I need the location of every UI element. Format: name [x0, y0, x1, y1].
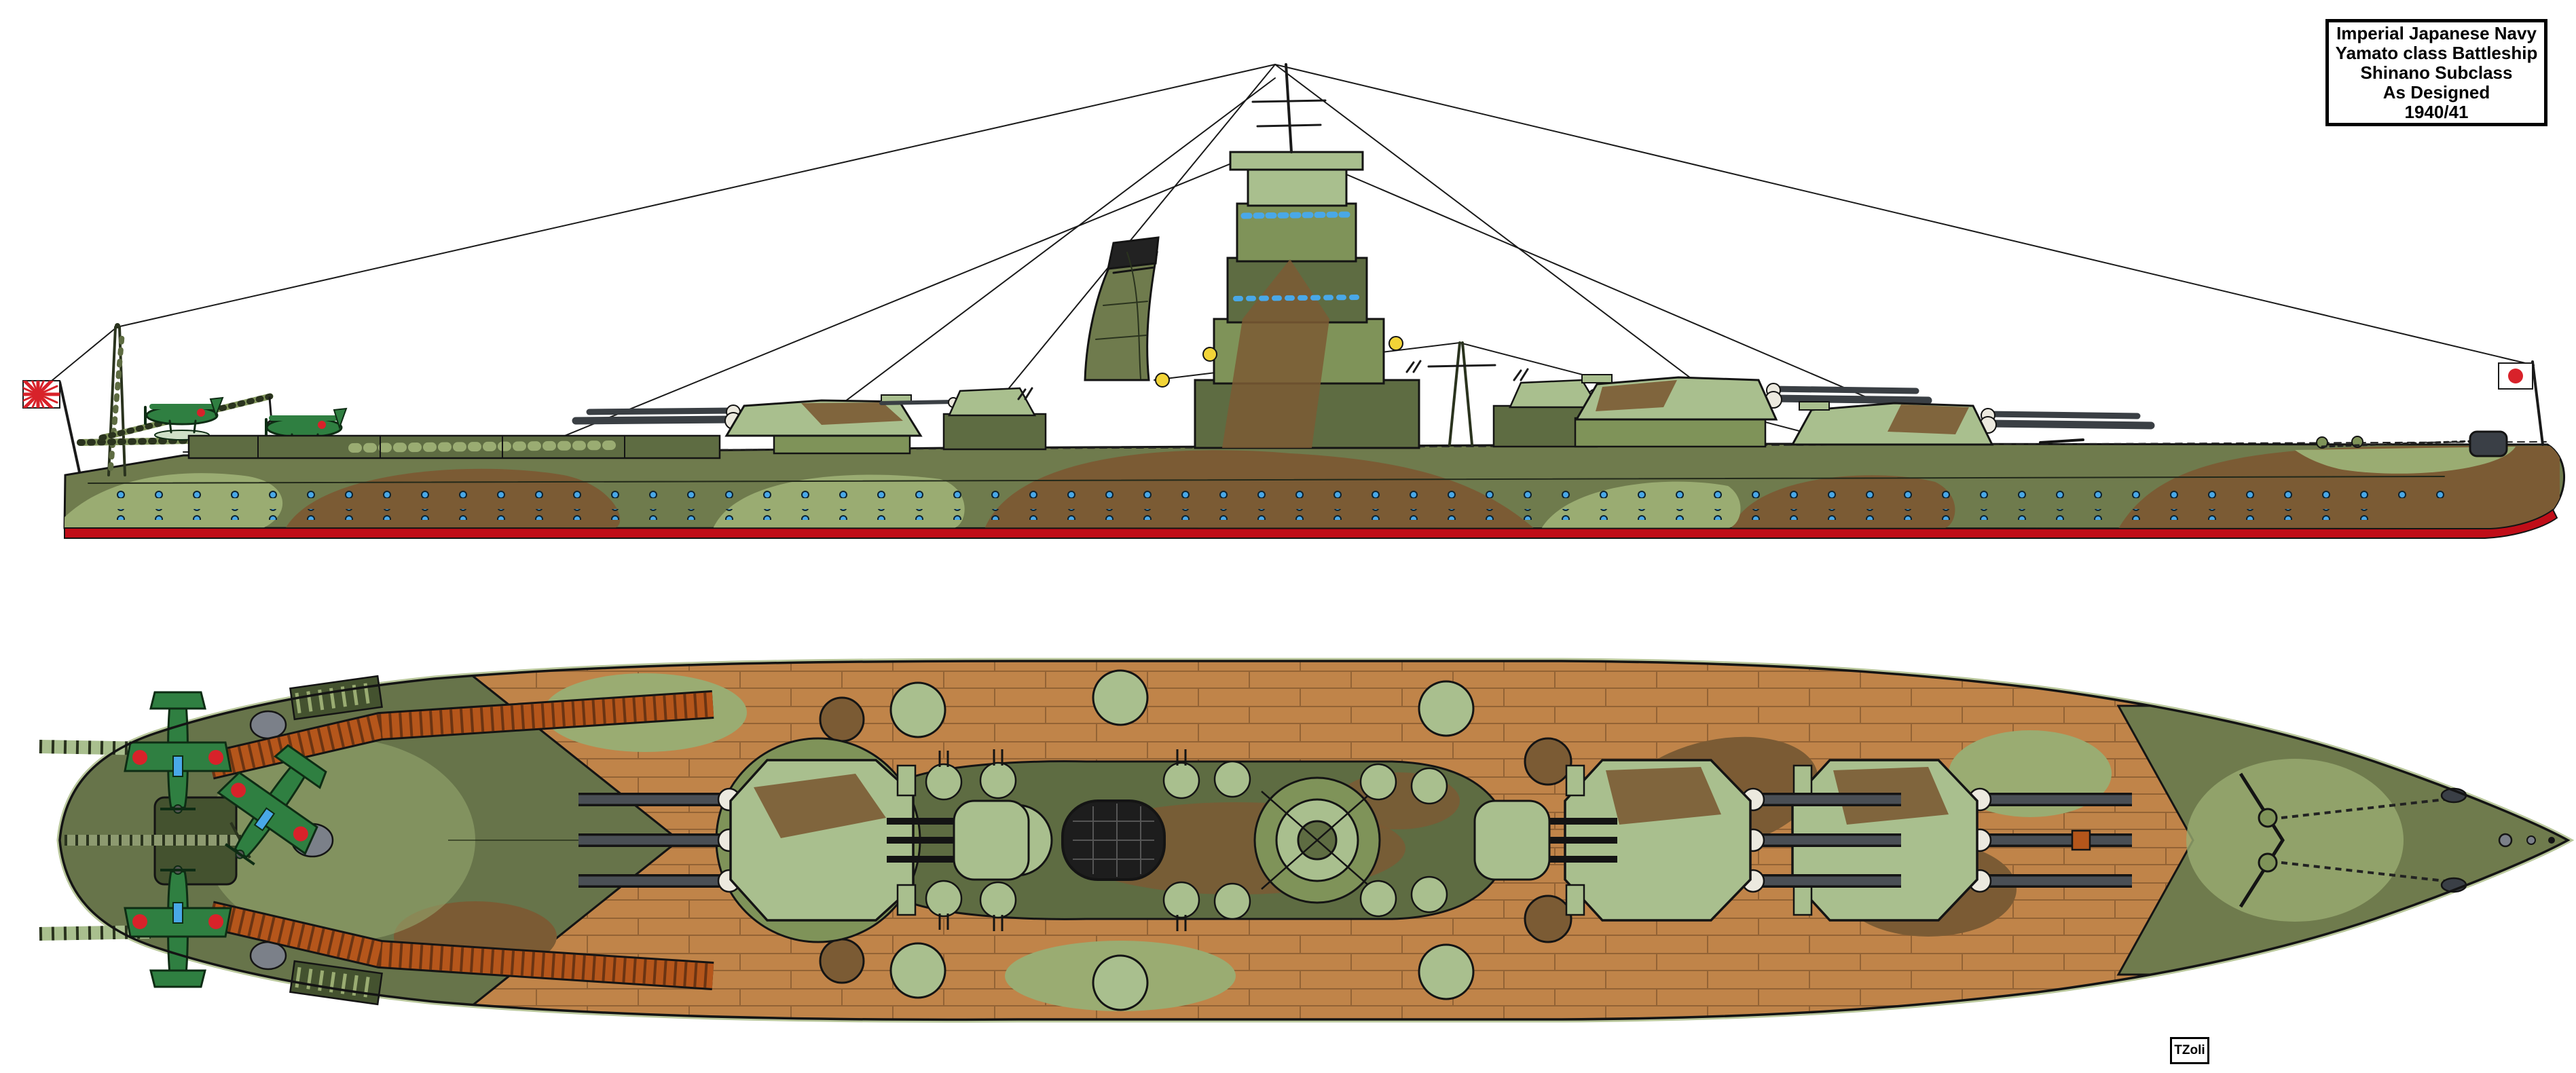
- catapult-tracks-orange: [207, 690, 714, 990]
- porthole-row-lower: [95, 509, 2397, 520]
- secondary-turret-aft-plan: [887, 799, 1030, 881]
- bow-jack-flag: [2498, 360, 2544, 446]
- bow-anchor: [2469, 430, 2508, 457]
- camo-light-patch: [2295, 447, 2516, 474]
- stern-ensign-flag: [22, 380, 81, 476]
- searchlight: [1388, 336, 1403, 351]
- rising-sun-rays: [23, 381, 60, 408]
- orange-deck-fitting: [2071, 829, 2091, 851]
- anchor-chain: [2281, 861, 2445, 882]
- hull-plan-outline: [58, 660, 2571, 1021]
- title-line-3: Shinano Subclass: [2360, 62, 2513, 83]
- floatplane-side-1: [144, 396, 224, 440]
- main-turret-2-plan: [1564, 759, 1901, 922]
- mainmast: [1448, 341, 1461, 446]
- boot-stripe-red: [64, 508, 2558, 539]
- main-rangefinder: [1229, 151, 1364, 171]
- artist-signature: TZoli: [2174, 1043, 2205, 1057]
- vent-mushroom: [249, 710, 287, 740]
- rigging-lines: [47, 64, 2535, 445]
- aa-sponson: [889, 681, 946, 738]
- capstan: [2258, 808, 2278, 828]
- pagoda-superstructure: [1017, 63, 1529, 449]
- secondary-turret-aft-side: [879, 387, 1047, 451]
- aa-batteries-plan: [819, 669, 1572, 1011]
- anchor-chain: [2281, 798, 2445, 819]
- title-line-5: 1940/41: [2404, 101, 2469, 122]
- foredeck-fittings: [2039, 430, 2508, 457]
- main-turret-aft-side: [572, 394, 923, 455]
- bow-fittings-plan: [2071, 772, 2555, 908]
- camo-light-patch: [2186, 759, 2404, 922]
- camo-brown-patch: [1222, 259, 1329, 448]
- main-turret-aft-plan: [578, 737, 921, 943]
- aa-gun: [1513, 368, 1529, 381]
- aa-gun: [1405, 360, 1422, 373]
- vent-mushroom: [249, 941, 287, 971]
- title-line-2: Yamato class Battleship: [2335, 42, 2538, 63]
- aa-gun: [1017, 387, 1033, 400]
- topmast: [1285, 63, 1293, 153]
- secondary-turret-fore-plan: [1473, 799, 1617, 881]
- side-profile-view: [22, 63, 2565, 539]
- aviation-deck: [187, 434, 721, 459]
- capstan: [2258, 852, 2278, 873]
- bridge-windows: [1240, 211, 1355, 219]
- hull-side: [63, 441, 2565, 539]
- artist-signature-box: TZoli: [2170, 1037, 2209, 1064]
- breakwater: [2239, 772, 2285, 908]
- title-line-1: Imperial Japanese Navy: [2336, 22, 2537, 43]
- funnel-side: [1084, 236, 1160, 381]
- searchlight: [1202, 347, 1217, 362]
- top-plan-view: [39, 658, 2575, 1023]
- jackstaff-plan: [2548, 837, 2555, 844]
- porthole-row-upper: [95, 487, 2444, 498]
- degaussing-cable: [88, 476, 2445, 484]
- aa-turret-brown: [1524, 737, 1572, 786]
- searchlight: [1155, 373, 1170, 388]
- main-turret-2-side: [1574, 374, 1932, 448]
- funnel-cap: [1107, 236, 1160, 270]
- title-line-4: As Designed: [2382, 81, 2490, 102]
- title-box: Imperial Japanese Navy Yamato class Batt…: [2325, 19, 2547, 126]
- main-turret-1-side: [1790, 401, 2155, 446]
